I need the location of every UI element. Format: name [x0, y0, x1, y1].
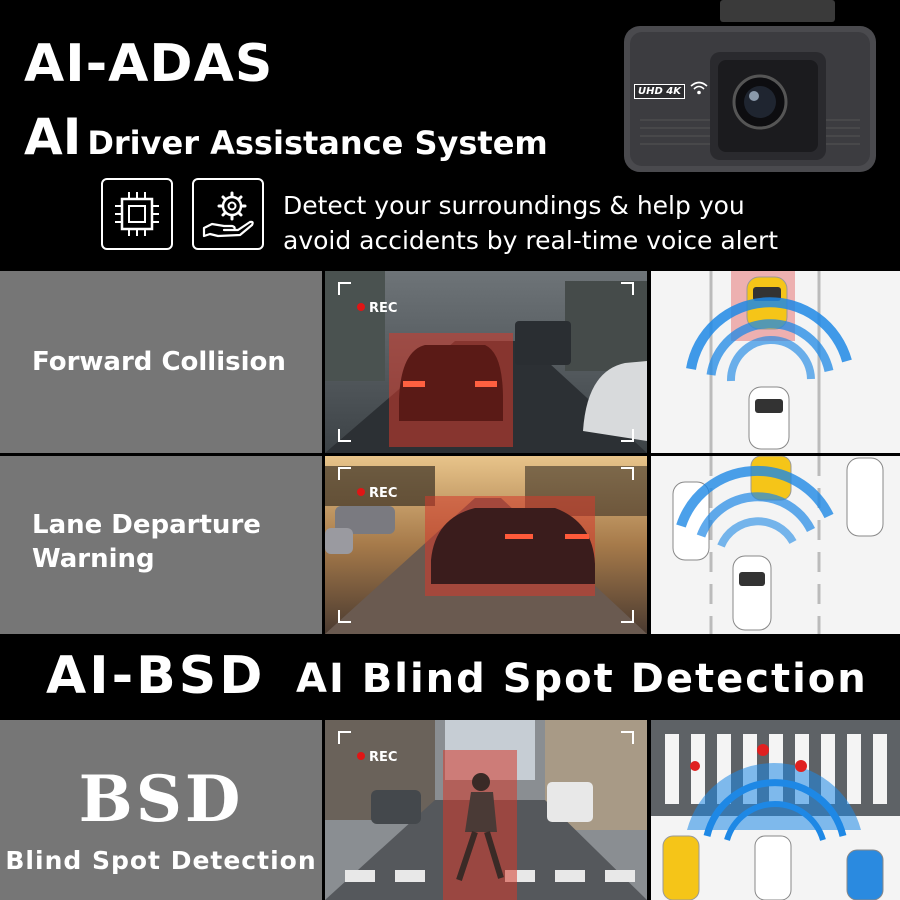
feature-row-lane-departure: Lane Departure Warning R — [0, 456, 900, 634]
bsd-subheading: Blind Spot Detection — [5, 846, 317, 875]
feature-label-line: Lane Departure — [32, 510, 261, 540]
feature-label-cell: Lane Departure Warning — [0, 456, 322, 634]
dash-camera-image: UHD 4K — [620, 0, 880, 176]
feature-label: Lane Departure Warning — [32, 508, 261, 576]
rec-indicator: REC — [357, 486, 397, 501]
feature-row-forward-collision: Forward Collision REC — [0, 271, 900, 453]
rec-indicator: REC — [357, 750, 397, 765]
rec-indicator: REC — [357, 301, 397, 316]
lane-departure-photo: REC — [325, 456, 647, 634]
bsd-heading: BSD — [78, 762, 244, 837]
wifi-icon — [690, 80, 708, 100]
bsd-diagram — [651, 720, 900, 900]
forward-collision-diagram — [651, 271, 900, 453]
bsd-banner: AI-BSD AI Blind Spot Detection — [0, 636, 900, 718]
lane-departure-diagram — [651, 456, 900, 634]
forward-collision-photo: REC — [325, 271, 647, 453]
feature-label-cell: Forward Collision — [0, 271, 322, 453]
page-title: AI-ADAS — [24, 34, 274, 94]
feature-label-cell: BSD Blind Spot Detection — [0, 720, 322, 900]
feature-label: Forward Collision — [32, 345, 286, 379]
subtitle-ai: AI — [24, 108, 82, 166]
feature-label-line: Warning — [32, 544, 155, 574]
subtitle-rest: Driver Assistance System — [87, 124, 548, 162]
uhd-4k-badge: UHD 4K — [634, 84, 685, 99]
bsd-banner-title: AI-BSD — [46, 646, 266, 706]
description-line-2: avoid accidents by real-time voice alert — [283, 226, 779, 255]
feature-row-bsd: BSD Blind Spot Detection REC — [0, 720, 900, 900]
bsd-street-photo: REC — [325, 720, 647, 900]
chip-icon — [101, 178, 173, 250]
gear-hand-icon — [192, 178, 264, 250]
feature-label-line: Forward Collision — [32, 347, 286, 377]
description-line-1: Detect your surroundings & help you — [283, 191, 745, 220]
feature-description: Detect your surroundings & help you avoi… — [283, 188, 778, 258]
bsd-banner-subtitle: AI Blind Spot Detection — [296, 656, 868, 702]
